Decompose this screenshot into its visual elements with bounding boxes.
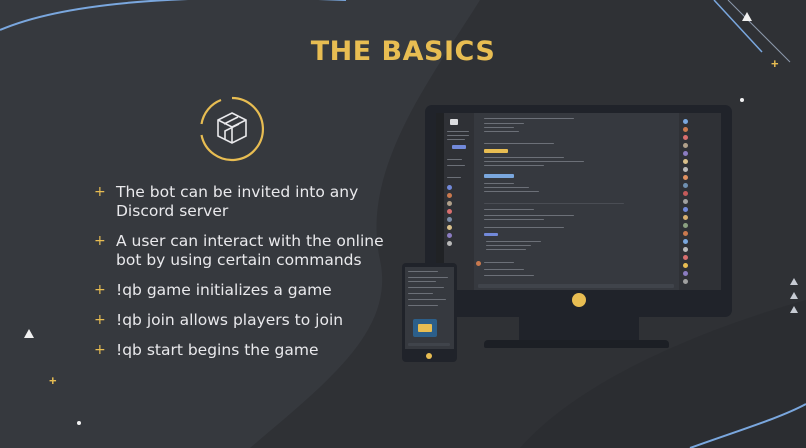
plus-icon: + bbox=[94, 233, 106, 249]
phone-screen bbox=[405, 267, 454, 349]
server-rail bbox=[436, 113, 444, 290]
dot-decoration bbox=[77, 421, 81, 425]
voting-tag bbox=[484, 174, 514, 178]
phone-home-dot bbox=[426, 353, 432, 359]
bullet-item: + !qb join allows players to join bbox=[94, 311, 384, 330]
triangle-icon bbox=[790, 292, 798, 299]
image-thumbnail bbox=[413, 319, 437, 337]
chat-area bbox=[474, 113, 679, 290]
bullet-item: + !qb game initializes a game bbox=[94, 281, 384, 300]
bullet-list: + The bot can be invited into any Discord… bbox=[94, 183, 384, 371]
bullet-text: A user can interact with the online bot … bbox=[116, 232, 384, 269]
channel-list bbox=[444, 113, 474, 290]
plus-icon: + bbox=[94, 184, 106, 200]
sparkle-icon: + bbox=[771, 56, 779, 71]
monitor-base bbox=[484, 340, 669, 348]
triangle-icon bbox=[790, 278, 798, 285]
triangle-icon bbox=[24, 329, 34, 338]
bullet-text: !qb game initializes a game bbox=[116, 281, 332, 299]
slide-title: THE BASICS bbox=[310, 36, 496, 67]
plus-icon: + bbox=[94, 312, 106, 328]
triangle-icon bbox=[790, 306, 798, 313]
bullet-item: + A user can interact with the online bot… bbox=[94, 232, 384, 270]
bullet-item: + The bot can be invited into any Discord… bbox=[94, 183, 384, 221]
plus-icon: + bbox=[94, 342, 106, 358]
dot-decoration bbox=[740, 98, 744, 102]
prompt-tag bbox=[484, 149, 508, 153]
phone-mockup bbox=[402, 263, 457, 362]
bullet-text: !qb join allows players to join bbox=[116, 311, 344, 329]
plus-icon: + bbox=[94, 282, 106, 298]
monitor-stand bbox=[519, 317, 639, 341]
sparkle-icon: + bbox=[49, 373, 57, 388]
discord-screenshot bbox=[436, 113, 721, 290]
bullet-text: The bot can be invited into any Discord … bbox=[116, 183, 359, 220]
cube-icon bbox=[200, 96, 264, 162]
monitor-power-dot bbox=[572, 293, 586, 307]
bullet-item: + !qb start begins the game bbox=[94, 341, 384, 360]
bullet-text: !qb start begins the game bbox=[116, 341, 319, 359]
member-list bbox=[679, 113, 721, 290]
triangle-icon bbox=[742, 12, 752, 21]
monitor-mockup bbox=[425, 105, 732, 317]
